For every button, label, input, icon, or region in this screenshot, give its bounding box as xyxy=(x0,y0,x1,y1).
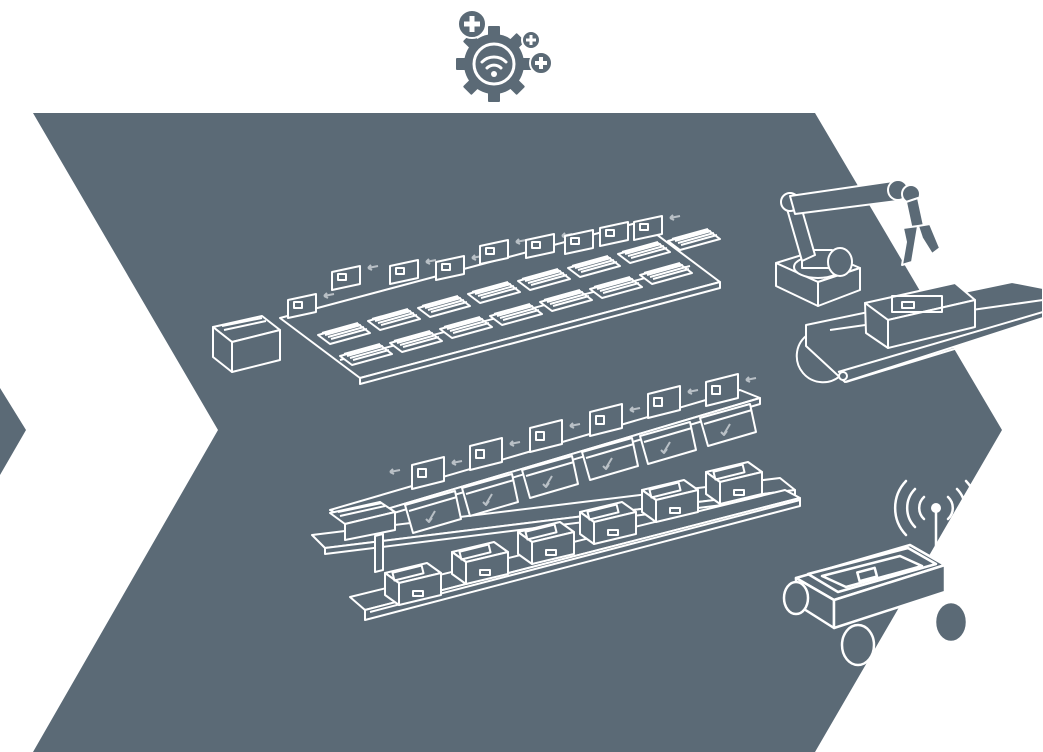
agv-wheel xyxy=(784,582,808,614)
previous-chevron xyxy=(0,388,26,475)
agv-wheel xyxy=(935,602,967,642)
plus-badge-large-icon xyxy=(458,10,486,38)
plus-badge-medium-icon xyxy=(530,52,552,74)
agv-wheel xyxy=(842,625,874,665)
plus-badge-small-icon xyxy=(522,31,540,49)
